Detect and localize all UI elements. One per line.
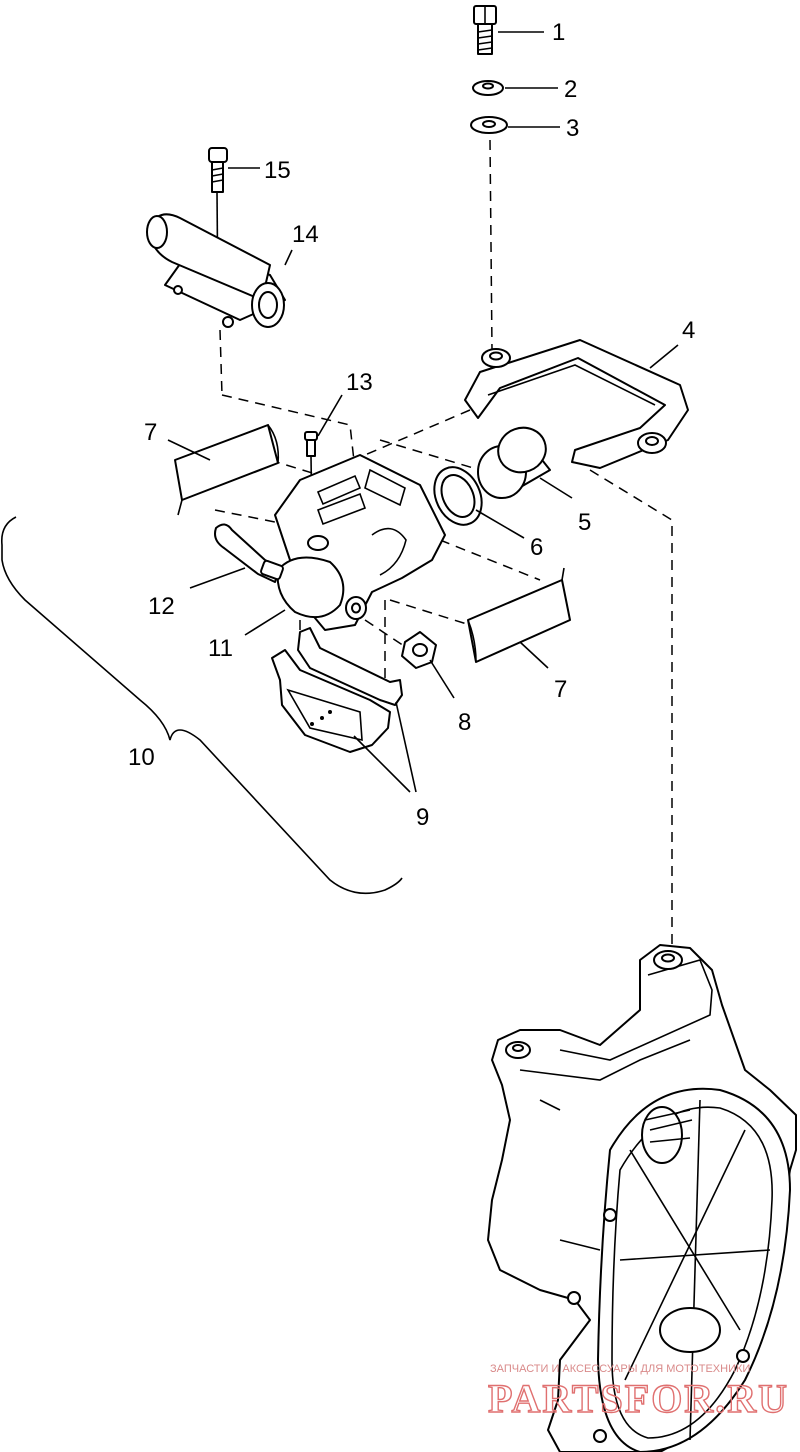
callout-5: 5 [578,509,591,536]
watermark-brand: PARTSFOR.RU [488,1376,789,1421]
pin-part-lower [467,567,571,663]
caliper-body-part [274,454,446,631]
bolt-part [473,5,497,55]
assembly-bracket-10 [0,516,403,895]
brake-pad-part-front [271,649,391,753]
hose-elbow-part [146,213,286,328]
drive-housing-part [487,944,797,1452]
callout-12: 12 [148,593,175,620]
callout-leaders [167,31,679,793]
callout-7-lower: 7 [554,676,567,703]
pin-part-upper [174,424,280,516]
callout-labels: 1 2 3 4 5 6 7 7 8 9 10 11 12 13 14 15 [128,19,695,831]
brake-pad-part-rear [297,627,403,706]
caliper-bracket-part [464,339,689,469]
lock-washer-part [472,80,504,96]
callout-8: 8 [458,709,471,736]
callout-13: 13 [346,369,373,396]
callout-3: 3 [566,115,579,142]
callout-9: 9 [416,804,429,831]
brake-hose-part [214,523,284,583]
watermark: ЗАПЧАСТИ И АКСЕССУАРЫ ДЛЯ МОТОТЕХНИКИ PA… [487,1363,789,1422]
callout-14: 14 [292,221,319,248]
callout-6: 6 [530,534,543,561]
callout-7-upper: 7 [144,419,157,446]
seal-ring-part [433,466,483,526]
watermark-caption: ЗАПЧАСТИ И АКСЕССУАРЫ ДЛЯ МОТОТЕХНИКИ [490,1363,750,1375]
flat-washer-part [470,116,508,134]
callout-2: 2 [564,76,577,103]
nut-part [401,631,437,669]
assembly-guide-lines [214,139,673,950]
callout-11: 11 [208,635,233,662]
callout-4: 4 [682,317,695,344]
callout-15: 15 [264,157,291,184]
callout-10: 10 [128,744,155,771]
piston-part [477,426,551,499]
callout-1: 1 [552,19,565,46]
